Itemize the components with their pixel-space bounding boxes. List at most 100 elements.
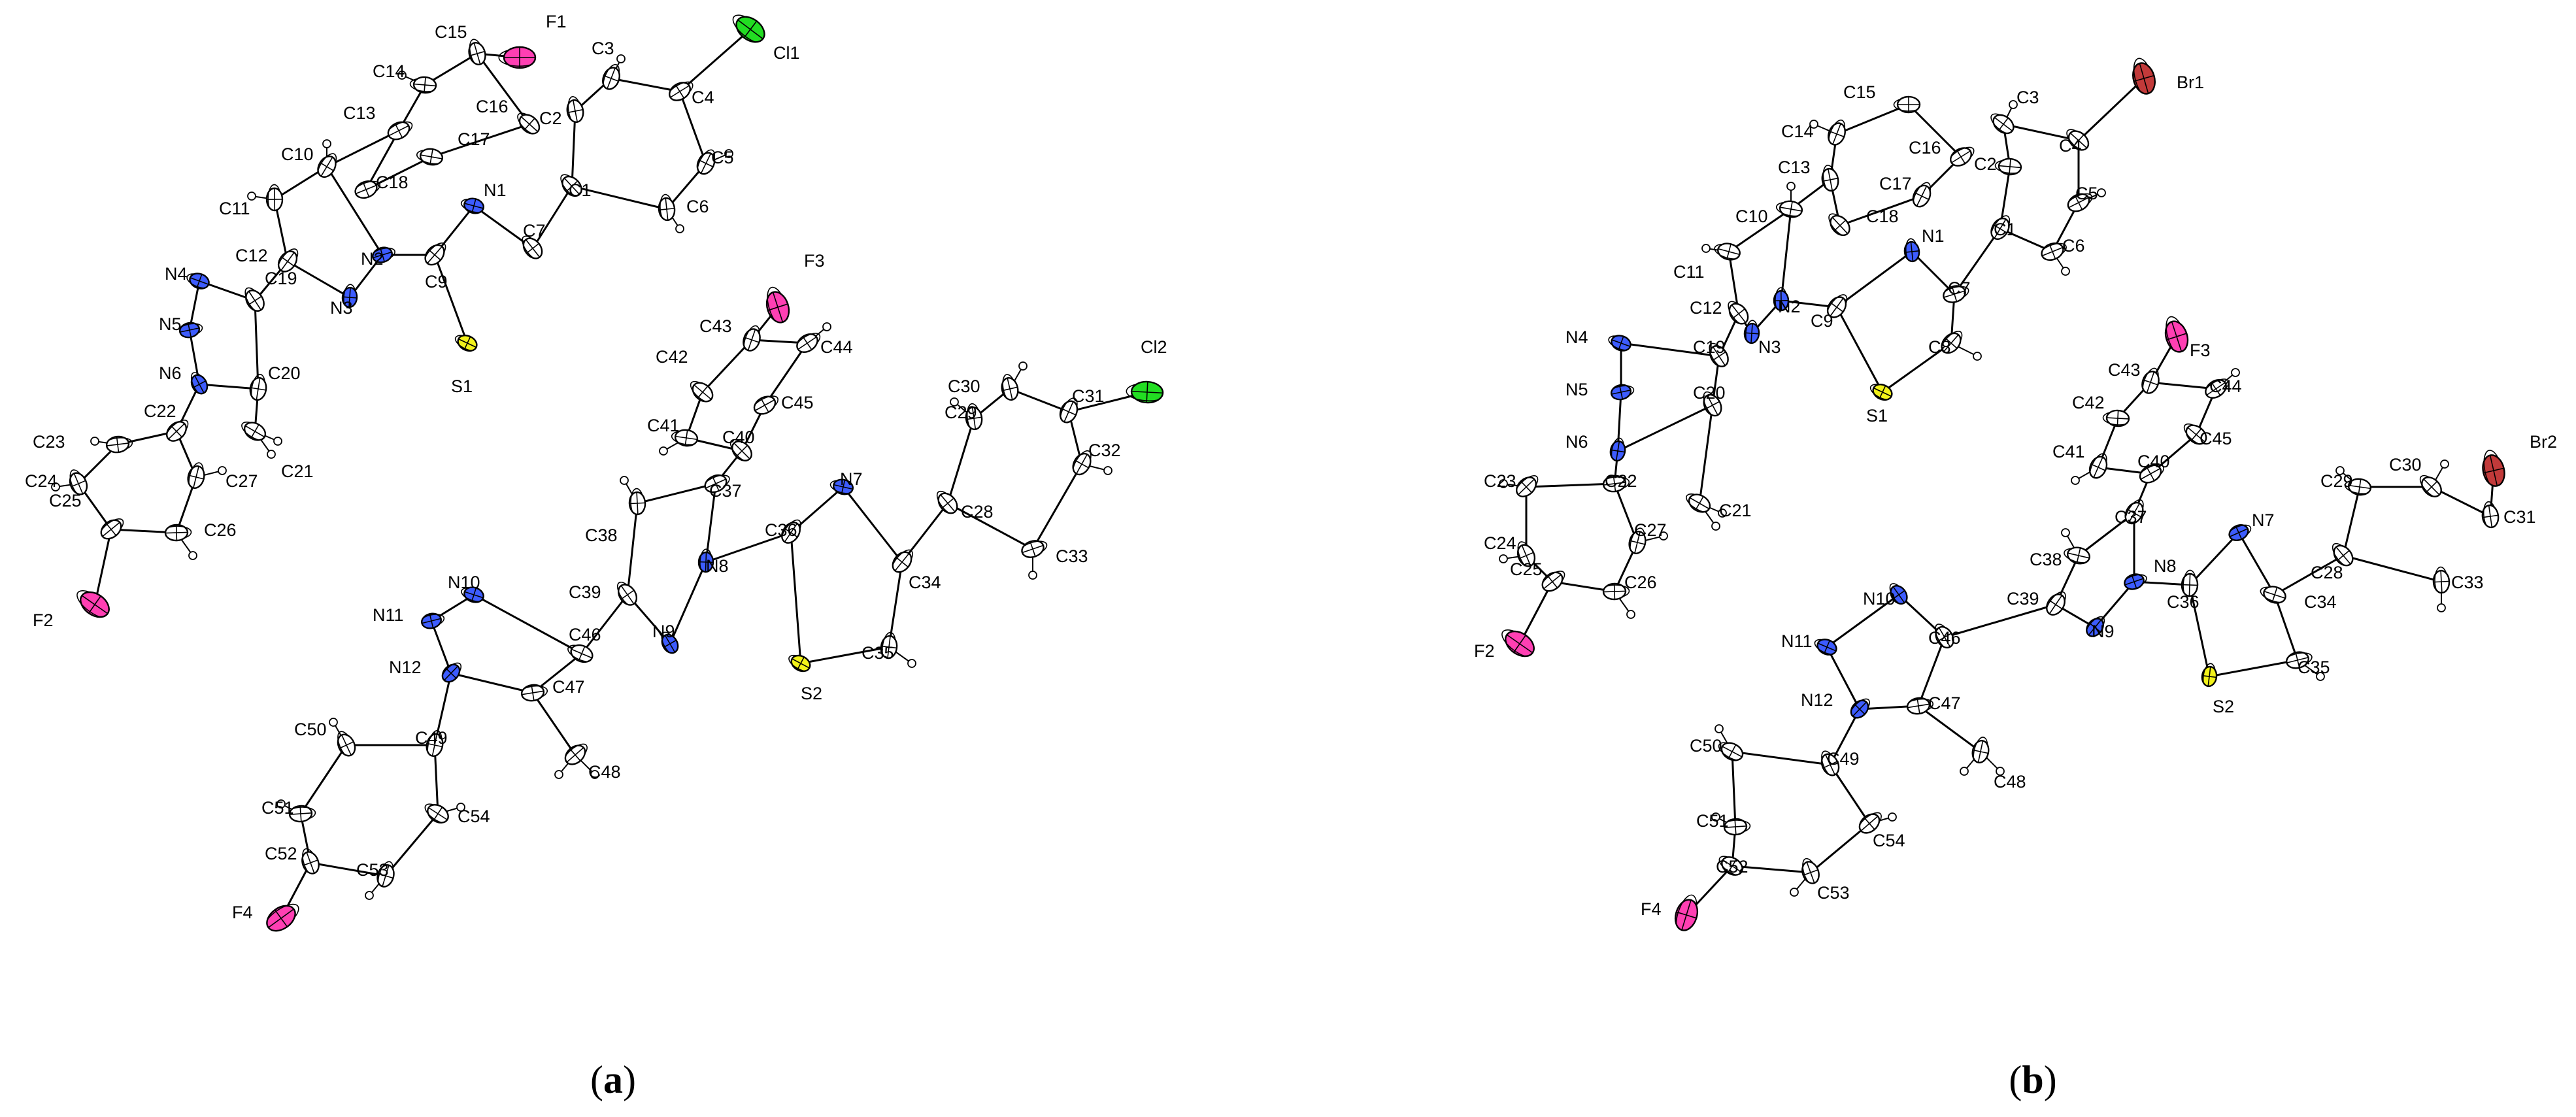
atom-ellipsoid-c7: [522, 235, 543, 259]
hydrogen-atom: [267, 450, 276, 459]
hydrogen-atom: [247, 192, 256, 201]
hydrogen-atom: [1790, 888, 1799, 897]
atom-ellipsoid-c40: [729, 439, 752, 461]
atom-ellipsoid-n3: [1743, 320, 1760, 344]
hydrogen-atom: [90, 437, 99, 446]
atom-label: C43: [2108, 360, 2141, 380]
atom-ellipsoid-c48: [564, 743, 588, 765]
atom-label: N6: [1565, 432, 1588, 452]
atom-label: C53: [356, 860, 389, 880]
atom-ellipsoid-c16: [517, 112, 541, 135]
atom-label: C1: [569, 180, 592, 200]
atom-ellipsoid-c53: [376, 861, 395, 888]
atom-ellipsoid-n8: [697, 548, 714, 573]
atom-ellipsoid-c45: [753, 395, 778, 415]
bond: [1835, 250, 1913, 308]
atom-label: C52: [1716, 857, 1748, 876]
atom-label: C46: [1928, 628, 1961, 648]
bond: [1911, 250, 1956, 295]
atom-ellipsoid-c25: [1541, 571, 1565, 592]
atom-ellipsoid-n9: [2086, 616, 2105, 637]
atom-ellipsoid-n2: [372, 246, 395, 263]
bond: [571, 185, 668, 210]
bond: [842, 486, 903, 563]
hydrogen-atom: [218, 466, 227, 475]
atom-label: C3: [2016, 88, 2039, 107]
bond: [901, 502, 949, 563]
atom-label: C5: [711, 148, 734, 167]
hydrogen-atom: [616, 54, 626, 63]
atom-ellipsoid-c10: [1776, 200, 1803, 218]
atom-ellipsoid-c43: [743, 325, 761, 352]
bond: [1009, 388, 1070, 413]
atom-ellipsoid-c1: [560, 174, 582, 197]
atom-label: C46: [569, 625, 601, 644]
atom-label: N3: [1758, 337, 1781, 357]
atom-ellipsoid-n7: [2228, 524, 2252, 541]
atom-label: C51: [1696, 811, 1729, 831]
atom-label: C54: [1873, 831, 1905, 850]
atom-label: C28: [2311, 563, 2343, 582]
bond: [450, 672, 534, 694]
atom-label: C36: [765, 520, 797, 540]
bond: [1616, 404, 1714, 452]
bond: [2002, 123, 2080, 142]
atom-label: C34: [2304, 592, 2337, 612]
bond: [1731, 865, 1812, 874]
atom-label: C22: [144, 401, 176, 421]
atom-label: C13: [1778, 158, 1811, 177]
panel-a-caption-close: ): [623, 1058, 636, 1101]
bond: [2188, 584, 2211, 678]
atom-label: C4: [2059, 136, 2082, 156]
atom-ellipsoid-f3: [765, 286, 790, 324]
atom-ellipsoid-br2: [2482, 450, 2505, 487]
atom-label: C20: [1693, 383, 1726, 403]
bond: [626, 502, 639, 596]
atom-ellipsoid-c29: [965, 403, 983, 431]
atom-label: N8: [2154, 556, 2177, 576]
atom-label: F2: [1474, 641, 1495, 661]
hydrogen-atom: [1786, 182, 1796, 191]
bond: [1829, 708, 1861, 766]
atom-label: C15: [435, 22, 467, 42]
atom-ellipsoid-cl1: [732, 14, 765, 43]
atom-label: C10: [281, 144, 314, 164]
atom-label: N12: [1801, 690, 1833, 710]
atom-label: C12: [1690, 298, 1722, 318]
atom-ellipsoid-c12: [277, 248, 299, 273]
atom-label: S1: [451, 376, 473, 396]
atom-ellipsoid-cl2: [1126, 380, 1164, 404]
hydrogen-atom: [1973, 352, 1982, 361]
atom-ellipsoid-c49: [426, 730, 444, 758]
atom-ellipsoid-s1: [1869, 383, 1893, 401]
atom-label: N4: [165, 264, 188, 284]
bond: [2237, 531, 2276, 596]
atom-label: C10: [1735, 207, 1768, 226]
atom-label: C14: [1781, 122, 1814, 141]
atom-ellipsoid-c51: [288, 805, 316, 823]
bond: [1731, 750, 1737, 828]
hydrogen-atom: [276, 799, 286, 809]
bond: [580, 593, 629, 655]
atom-ellipsoid-c23: [1516, 475, 1539, 497]
atom-label: F3: [804, 251, 825, 271]
atom-ellipsoid-c30: [2419, 475, 2442, 497]
hydrogen-atom: [554, 770, 563, 779]
atom-ellipsoid-n10: [461, 586, 484, 603]
bond: [1031, 463, 1083, 550]
atom-ellipsoid-c33: [1021, 540, 1048, 558]
bond: [1780, 299, 1838, 308]
bond: [1780, 208, 1792, 302]
atom-ellipsoid-c6: [2041, 242, 2067, 261]
hydrogen-atom: [1711, 812, 1720, 822]
atom-ellipsoid-n5: [178, 322, 203, 339]
hydrogen-atom: [2316, 672, 2325, 681]
atom-ellipsoid-c52: [301, 848, 320, 875]
atom-label: C9: [1811, 311, 1833, 331]
bond: [365, 129, 400, 191]
atom-label: C19: [265, 269, 297, 288]
bond: [1826, 593, 1900, 648]
atom-label: C33: [2451, 573, 2484, 592]
